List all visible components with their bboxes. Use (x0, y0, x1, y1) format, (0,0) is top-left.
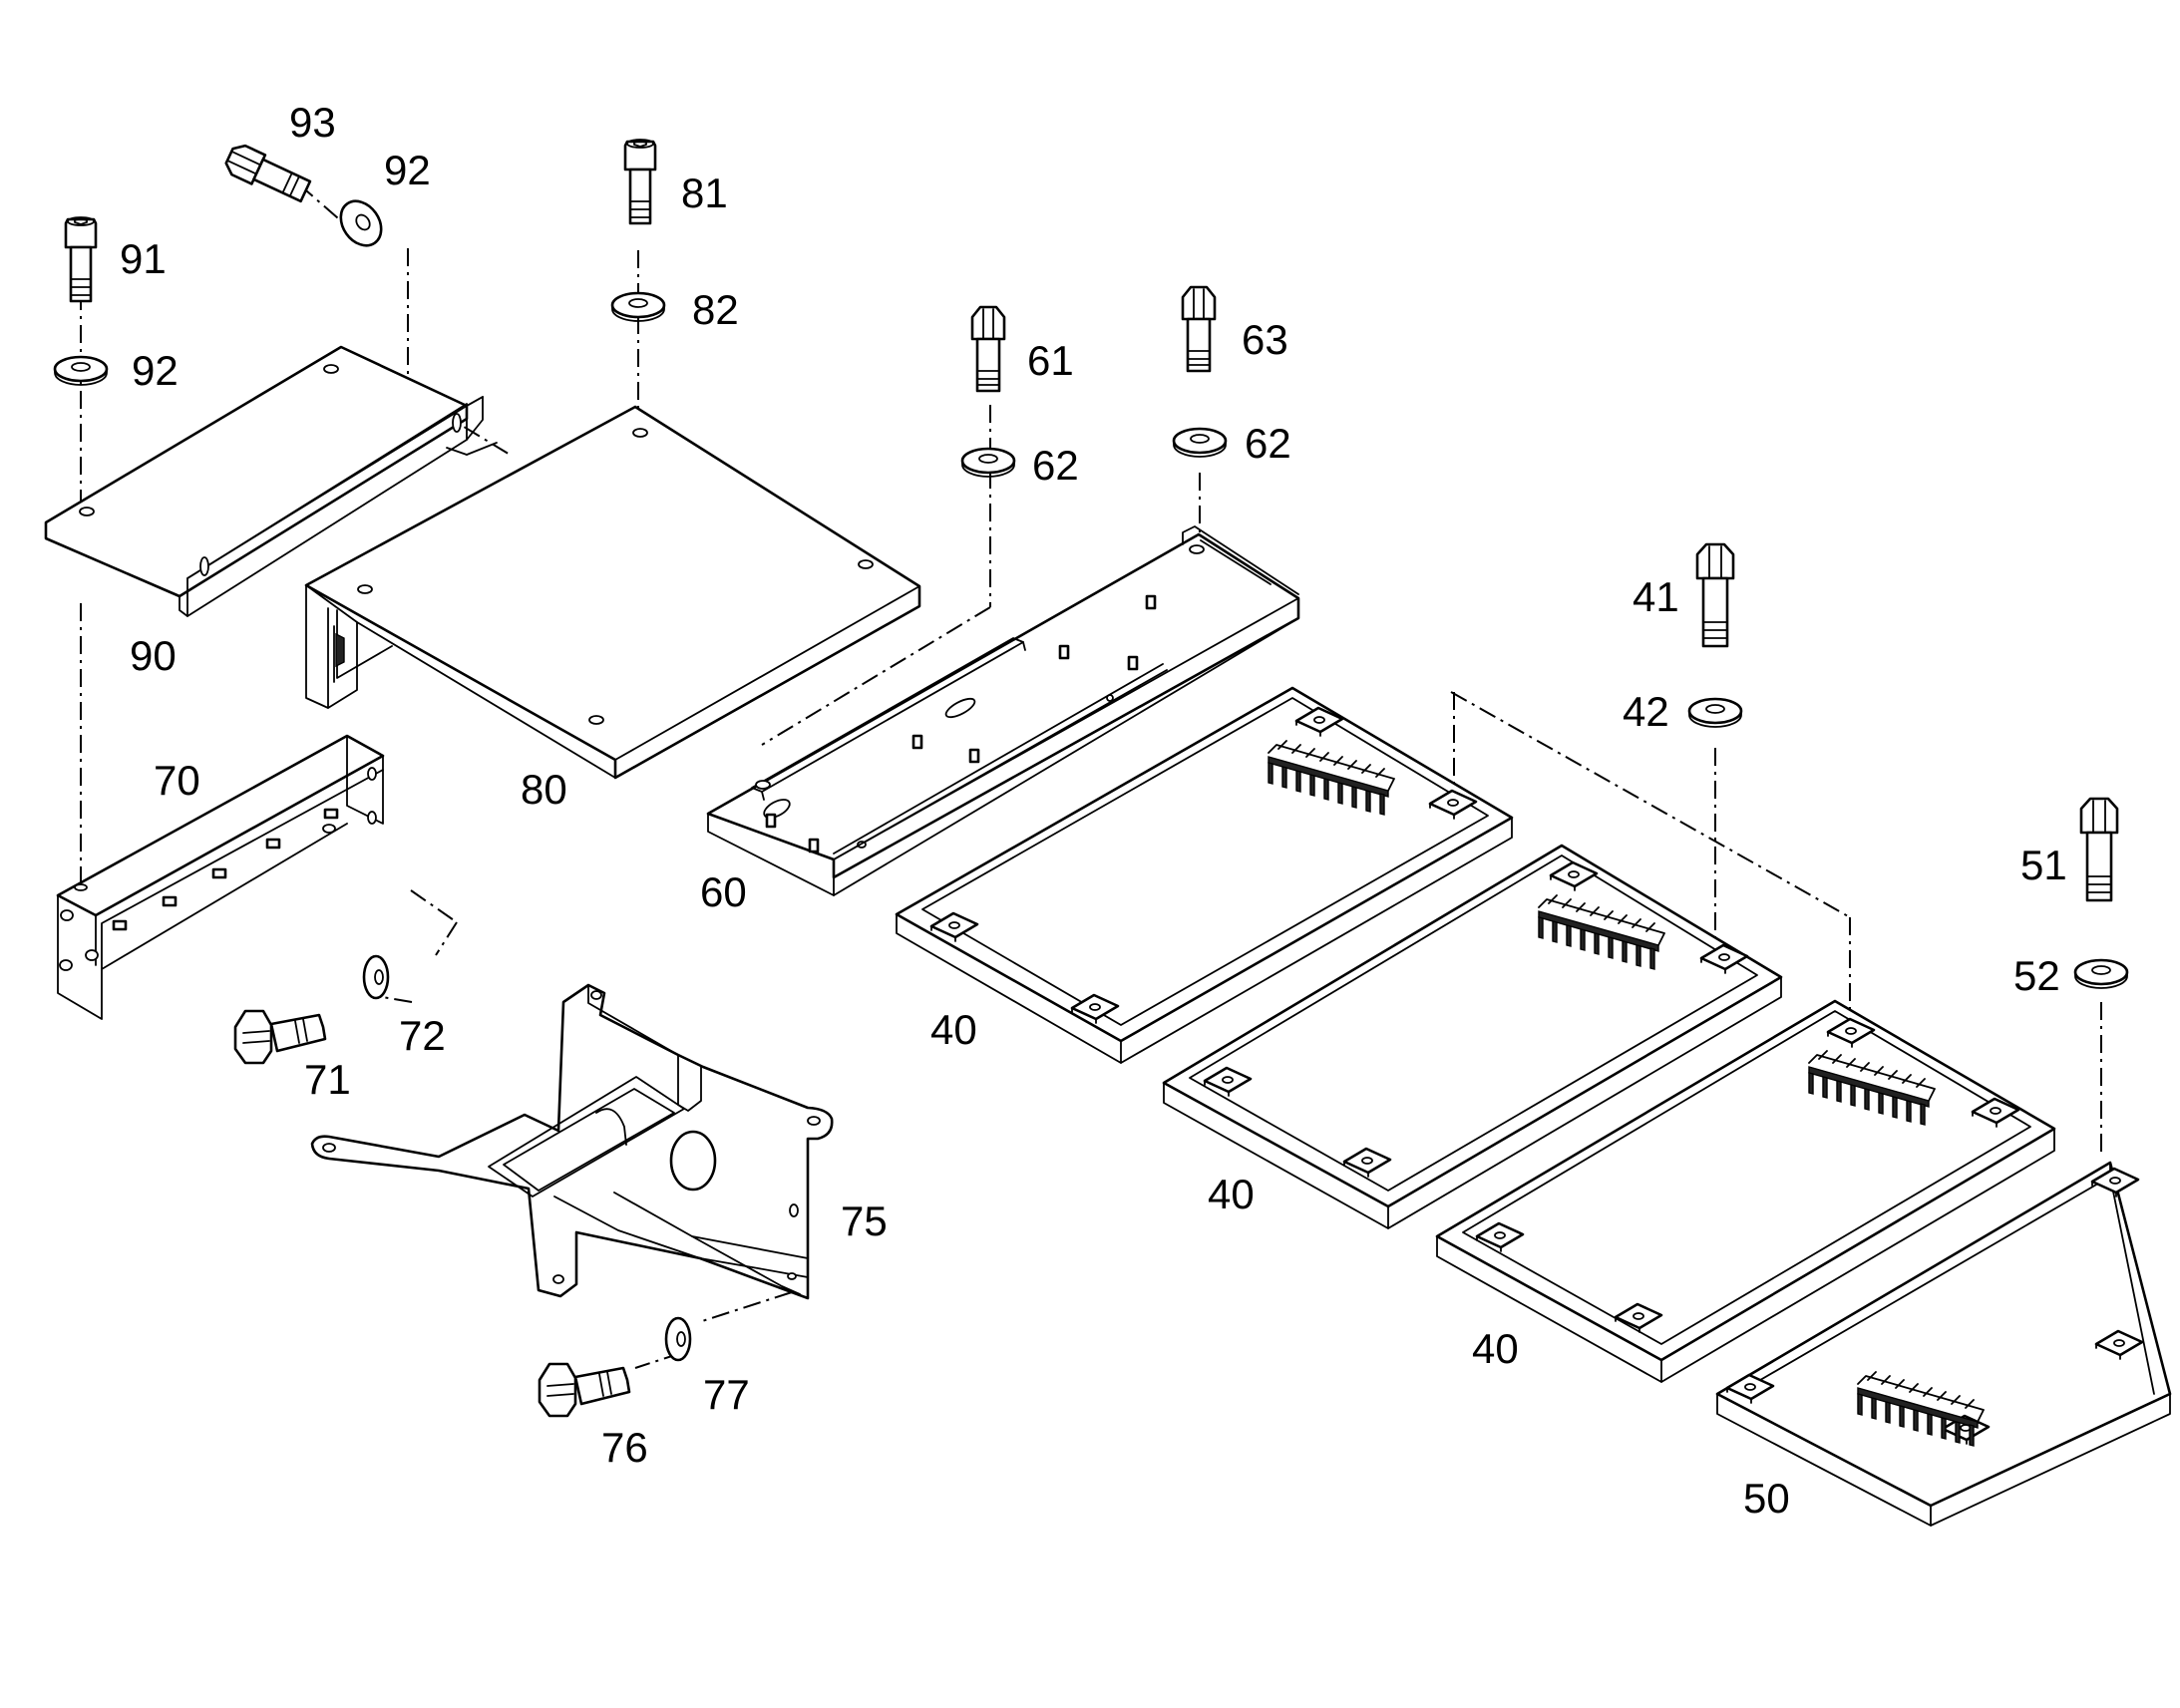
label-72: 72 (399, 1012, 446, 1059)
part-50-panel (1715, 1161, 2172, 1527)
label-71: 71 (304, 1056, 351, 1103)
label-63: 63 (1242, 316, 1288, 363)
part-80-housing (304, 405, 921, 780)
label-82: 82 (692, 286, 739, 333)
label-40-c: 40 (1472, 1325, 1519, 1372)
bolt-93 (224, 144, 312, 203)
label-62-right: 62 (1245, 420, 1291, 467)
bolt-41 (1695, 542, 1735, 648)
label-52: 52 (2013, 952, 2060, 999)
label-80: 80 (521, 766, 567, 813)
bolt-61 (970, 305, 1006, 393)
bolt-81 (623, 138, 657, 225)
bolt-63 (1181, 285, 1217, 373)
washer-42 (1687, 697, 1743, 729)
label-90: 90 (130, 632, 177, 679)
label-41: 41 (1633, 573, 1679, 620)
bolt-51 (2079, 797, 2119, 902)
label-91: 91 (120, 235, 167, 282)
part-40-panel-a (895, 686, 1514, 1064)
washer-52 (2073, 958, 2129, 990)
label-81: 81 (681, 170, 728, 216)
washer-82 (610, 291, 666, 323)
washer-92-top (339, 199, 383, 247)
washer-62-left (960, 447, 1016, 479)
bolt-76 (538, 1362, 631, 1418)
label-50: 50 (1743, 1475, 1790, 1522)
label-76: 76 (601, 1424, 648, 1471)
label-62-left: 62 (1032, 442, 1079, 489)
label-93: 93 (289, 99, 336, 146)
part-40-panel-c (1435, 999, 2056, 1383)
washer-77 (664, 1316, 692, 1362)
part-70-bracket (56, 734, 385, 1020)
washer-62-right (1172, 427, 1228, 459)
label-60: 60 (700, 868, 747, 915)
part-75-mount (310, 983, 834, 1300)
label-42: 42 (1623, 688, 1669, 735)
label-92-top: 92 (384, 147, 431, 193)
label-40-b: 40 (1208, 1171, 1255, 1217)
washer-72 (362, 954, 390, 1000)
part-40-panel-b (1162, 844, 1783, 1229)
part-60-rail (706, 525, 1300, 896)
part-90-bracket (44, 345, 498, 617)
bolt-91 (64, 215, 98, 303)
label-40-a: 40 (930, 1006, 977, 1053)
label-51: 51 (2020, 842, 2067, 888)
label-61: 61 (1027, 337, 1074, 384)
label-70: 70 (154, 757, 200, 804)
label-77: 77 (703, 1371, 750, 1418)
washer-92-left (53, 355, 109, 387)
part-labels: 93 92 91 92 90 81 82 80 61 62 63 62 60 7… (120, 99, 2067, 1522)
label-75: 75 (841, 1197, 888, 1244)
label-92-left: 92 (132, 347, 179, 394)
